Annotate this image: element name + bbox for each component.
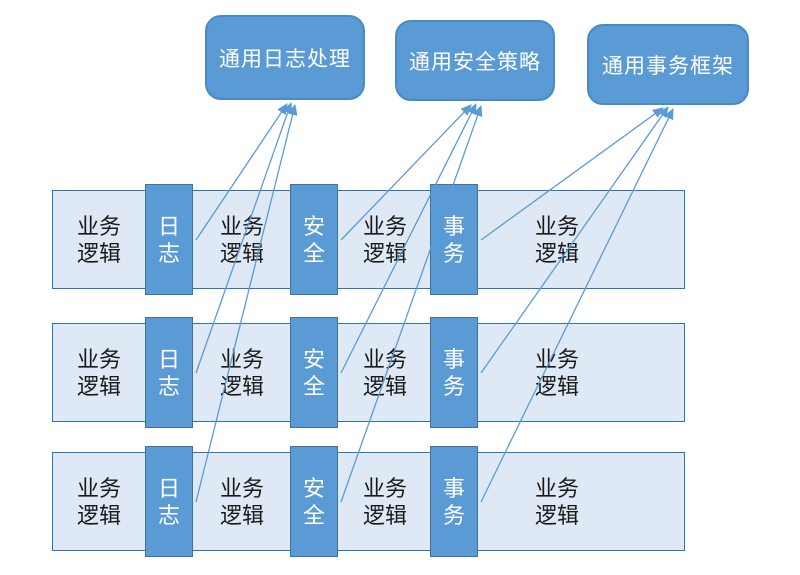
aspect-log-label: 日志 [157, 346, 180, 399]
aspect-transaction-label: 事务 [442, 475, 465, 528]
aspect-bar-transaction-1: 事务 [430, 184, 478, 295]
business-logic-label: 业务 逻辑 [219, 213, 265, 266]
aspect-bar-security-1: 安全 [290, 184, 338, 295]
business-logic-label: 业务 逻辑 [76, 346, 122, 399]
box-common-security: 通用安全策略 [395, 20, 555, 101]
aspect-bar-transaction-3: 事务 [430, 446, 478, 557]
aspect-log-label: 日志 [157, 213, 180, 266]
business-logic-label: 业务 逻辑 [534, 346, 580, 399]
aspect-bar-security-2: 安全 [290, 317, 338, 428]
aspect-bar-log-1: 日志 [145, 184, 193, 295]
arrow-log-row3 [195, 104, 298, 503]
box-common-logging: 通用日志处理 [205, 15, 365, 100]
business-logic-label: 业务 逻辑 [362, 346, 408, 399]
business-logic-label: 业务 逻辑 [534, 213, 580, 266]
aspect-transaction-label: 事务 [442, 213, 465, 266]
business-logic-label: 业务 逻辑 [362, 475, 408, 528]
box-common-transaction-label: 通用事务框架 [602, 54, 734, 78]
arrow-transaction-row3 [480, 108, 674, 503]
business-logic-label: 业务 逻辑 [219, 346, 265, 399]
aspect-security-label: 安全 [302, 346, 325, 399]
aspect-bar-transaction-2: 事务 [430, 317, 478, 428]
aspect-bar-security-3: 安全 [290, 446, 338, 557]
aspect-security-label: 安全 [302, 213, 325, 266]
business-logic-label: 业务 逻辑 [76, 475, 122, 528]
business-logic-label: 业务 逻辑 [534, 475, 580, 528]
box-common-transaction: 通用事务框架 [587, 24, 749, 105]
arrow-security-row3 [340, 105, 483, 503]
aspect-bar-log-2: 日志 [145, 317, 193, 428]
box-common-security-label: 通用安全策略 [409, 50, 541, 74]
aspect-bar-log-3: 日志 [145, 446, 193, 557]
business-logic-label: 业务 逻辑 [362, 213, 408, 266]
aspect-log-label: 日志 [157, 475, 180, 528]
aspect-transaction-label: 事务 [442, 346, 465, 399]
business-logic-label: 业务 逻辑 [219, 475, 265, 528]
box-common-logging-label: 通用日志处理 [219, 47, 351, 71]
aspect-security-label: 安全 [302, 475, 325, 528]
business-logic-label: 业务 逻辑 [76, 213, 122, 266]
